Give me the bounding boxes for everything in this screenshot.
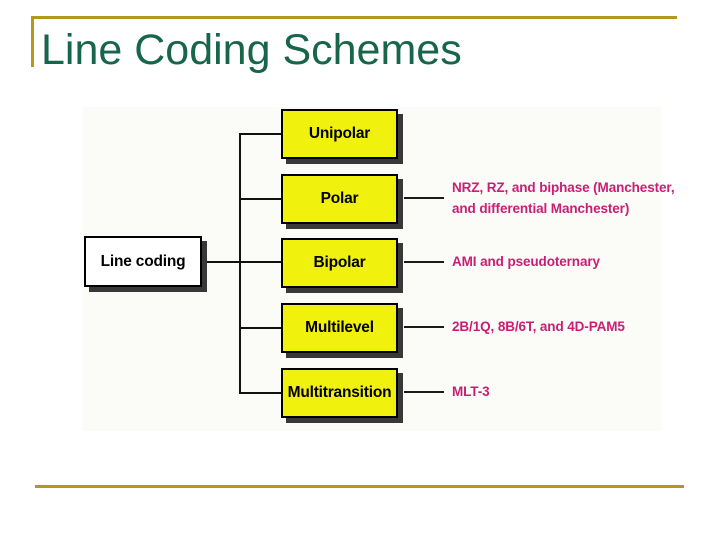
node-line-coding-label: Line coding [100, 252, 186, 270]
connector-multitransition-annotation [404, 391, 444, 393]
connector-multilevel-annotation [404, 326, 444, 328]
connector-to-multitransition [239, 392, 281, 394]
node-multitransition: Multitransition [281, 368, 398, 418]
bottom-rule [35, 485, 684, 488]
slide-title: Line Coding Schemes [41, 26, 462, 74]
node-unipolar: Unipolar [281, 109, 398, 159]
connector-trunk [239, 133, 241, 394]
node-multilevel-label: Multilevel [305, 319, 374, 336]
node-multitransition-label: Multitransition [287, 384, 392, 401]
annotation-bipolar: AMI and pseudoternary [452, 254, 600, 269]
connector-root-to-bipolar [201, 261, 281, 263]
title-accent-bar [31, 16, 34, 67]
node-polar: Polar [281, 174, 398, 224]
node-bipolar-label: Bipolar [313, 254, 366, 271]
annotation-multitransition: MLT-3 [452, 384, 490, 399]
connector-to-unipolar [239, 133, 281, 135]
annotation-polar-line1: NRZ, RZ, and biphase (Manchester, [452, 180, 675, 195]
annotation-polar-line2: and differential Manchester) [452, 201, 630, 216]
connector-to-multilevel [239, 327, 281, 329]
annotation-polar: NRZ, RZ, and biphase (Manchester, and di… [452, 177, 675, 219]
node-bipolar: Bipolar [281, 238, 398, 288]
connector-polar-annotation [404, 197, 444, 199]
node-multilevel: Multilevel [281, 303, 398, 353]
connector-to-polar [239, 198, 281, 200]
connector-bipolar-annotation [404, 261, 444, 263]
node-unipolar-label: Unipolar [308, 125, 371, 142]
annotation-multilevel: 2B/1Q, 8B/6T, and 4D-PAM5 [452, 319, 625, 334]
node-line-coding: Line coding [84, 236, 202, 287]
node-polar-label: Polar [320, 190, 359, 207]
top-rule [31, 16, 677, 19]
